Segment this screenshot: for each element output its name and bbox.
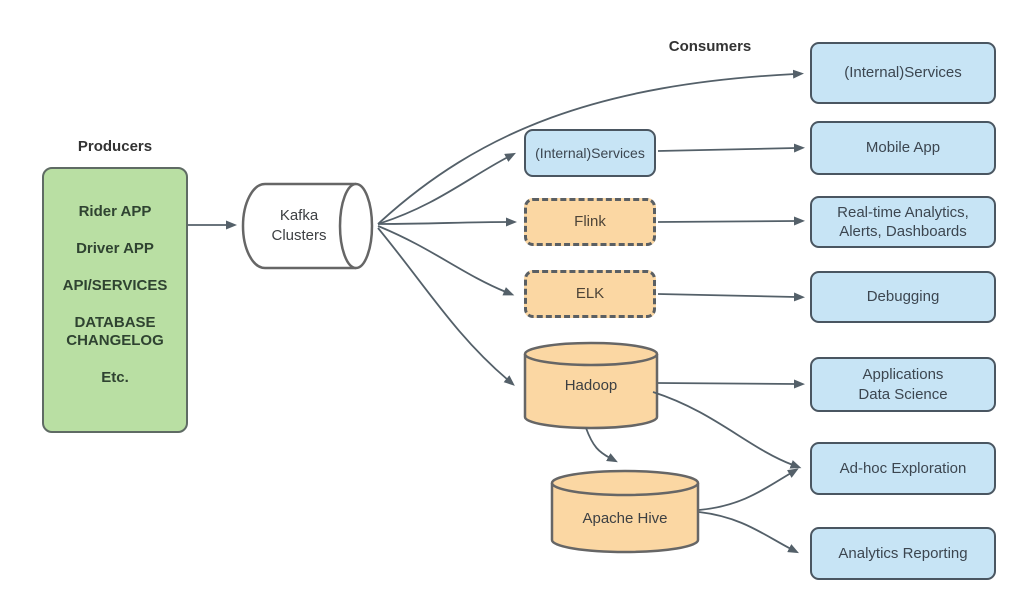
kafka-cylinder-cap [338, 182, 374, 270]
producers-heading: Producers [77, 138, 153, 155]
consumers-heading: Consumers [668, 38, 752, 55]
edge-internal-services-mobile-app [657, 143, 805, 153]
node-analytics-reporting: Analytics Reporting [810, 527, 996, 580]
hadoop-cylinder [523, 341, 659, 430]
hadoop-cylinder-top [523, 341, 659, 367]
node-internal-services-consumer: (Internal)Services [810, 42, 996, 104]
hadoop-label: Hadoop [564, 377, 618, 394]
node-adhoc-exploration: Ad-hoc Exploration [810, 442, 996, 495]
node-applications-data-science: Applications Data Science [810, 357, 996, 412]
edge-hadoop-applications [657, 379, 805, 389]
kafka-label: Kafka Clusters [271, 207, 327, 245]
node-debugging: Debugging [810, 271, 996, 323]
edge-kafka-elk [377, 225, 515, 296]
edge-elk-debugging [657, 292, 805, 302]
apache-hive-label: Apache Hive [582, 510, 668, 527]
edge-kafka-flink [377, 217, 517, 227]
kafka-cylinder [241, 182, 374, 270]
node-elk: ELK [524, 270, 656, 318]
node-internal-services-middle: (Internal)Services [524, 129, 656, 177]
apache-hive-cylinder-top [550, 469, 700, 497]
producer-item-etc: Etc. [101, 369, 129, 386]
edge-kafka-hadoop [377, 227, 515, 386]
hadoop-cylinder-body [523, 354, 659, 430]
edge-kafka-internal-services-consumer [377, 69, 804, 225]
edges [188, 69, 805, 554]
edge-apache-hive-adhoc [698, 468, 799, 511]
apache-hive-cylinder [550, 469, 700, 554]
node-mobile-app: Mobile App [810, 121, 996, 175]
producer-item-database-changelog: DATABASE CHANGELOG [66, 314, 164, 349]
apache-hive-cylinder-body [550, 483, 700, 554]
producer-item-rider-app: Rider APP [78, 203, 152, 220]
producer-item-driver-app: Driver APP [76, 240, 154, 257]
kafka-cylinder-body [241, 182, 356, 270]
edge-kafka-internal-services-middle [377, 152, 516, 225]
edge-apache-hive-analytics-reporting [698, 511, 799, 554]
producer-item-api-services: API/SERVICES [62, 277, 168, 294]
edge-hadoop-adhoc [652, 391, 802, 469]
node-flink: Flink [524, 198, 656, 246]
edge-flink-realtime-analytics [657, 216, 805, 226]
producers-box: Rider APP Driver APP API/SERVICES DATABA… [42, 167, 188, 433]
node-realtime-analytics: Real-time Analytics, Alerts, Dashboards [810, 196, 996, 248]
edge-hadoop-apache-hive [585, 427, 618, 463]
